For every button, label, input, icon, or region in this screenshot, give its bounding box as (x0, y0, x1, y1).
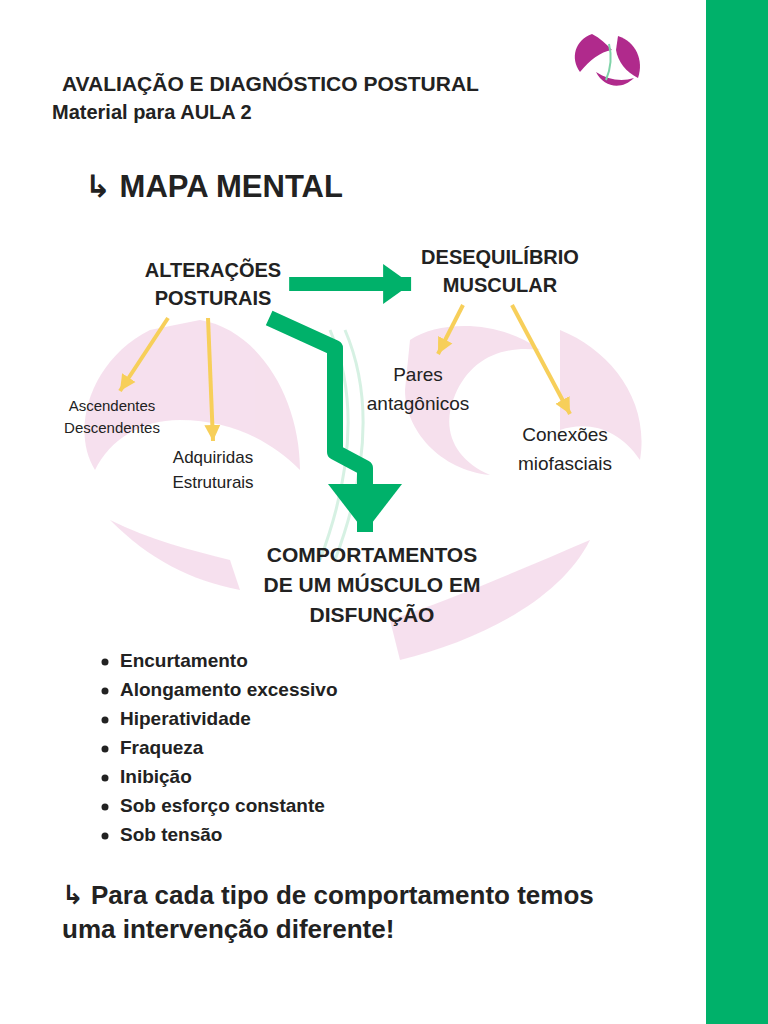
bullet-item: Hiperatividade (120, 708, 251, 730)
node-text: COMPORTAMENTOS DE UM MÚSCULO EM DISFUNÇÃ… (263, 540, 481, 630)
branch-arrow (512, 305, 570, 414)
note-text: ↳ Para cada tipo de comportamento temos … (62, 878, 622, 946)
subtopic-node: Pares antagônicos (353, 360, 483, 418)
bullet-item: Sob tensão (120, 824, 222, 846)
branch-arrow (208, 318, 213, 441)
flow-arrow (289, 277, 411, 291)
node-text: Adquiridas Estruturais (153, 445, 273, 495)
subtopic-node: Conexões miofasciais (495, 420, 635, 478)
bullet-dots (102, 659, 109, 840)
subtitle: Material para AULA 2 (52, 101, 252, 124)
topic-node: COMPORTAMENTOS DE UM MÚSCULO EM DISFUNÇÃ… (263, 540, 481, 630)
logo (575, 34, 640, 86)
topic-node: DESEQUILÍBRIO MUSCULAR (410, 243, 590, 299)
node-text: Ascendentes Descendentes (37, 395, 187, 439)
bullet-item: Sob esforço constante (120, 795, 325, 817)
page-title: AVALIAÇÃO E DIAGNÓSTICO POSTURAL (62, 72, 479, 96)
node-text: Conexões miofasciais (495, 420, 635, 478)
subtopic-node: Ascendentes Descendentes (37, 395, 187, 439)
branch-arrow (438, 305, 463, 354)
branch-arrow (120, 318, 168, 391)
section-heading: ↳ MAPA MENTAL (85, 168, 343, 205)
node-text: DESEQUILÍBRIO MUSCULAR (410, 243, 590, 299)
bullet-item: Inibição (120, 766, 192, 788)
node-text: ALTERAÇÕES POSTURAIS (128, 256, 298, 312)
flow-arrow (269, 318, 365, 532)
side-bar (706, 0, 768, 1024)
bullet-item: Alongamento excessivo (120, 679, 338, 701)
bullet-item: Encurtamento (120, 650, 248, 672)
bullet-item: Fraqueza (120, 737, 203, 759)
node-text: Pares antagônicos (353, 360, 483, 418)
topic-node: ALTERAÇÕES POSTURAIS (128, 256, 298, 312)
subtopic-node: Adquiridas Estruturais (153, 445, 273, 495)
